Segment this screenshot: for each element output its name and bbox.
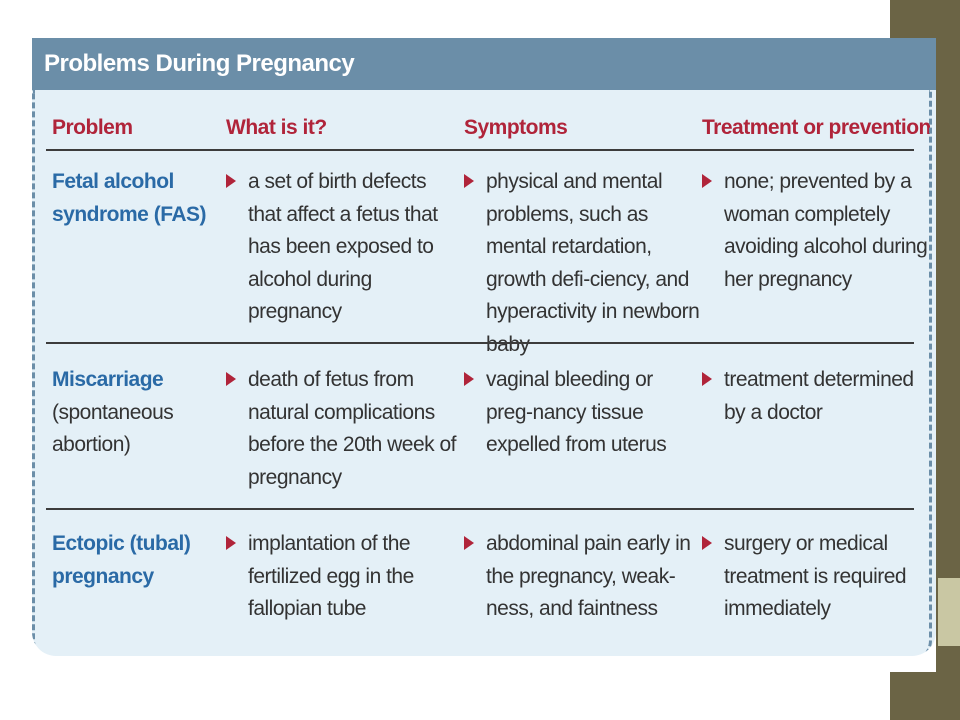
- table-title: Problems During Pregnancy: [44, 50, 355, 77]
- problem-name: Fetal alcohol syndrome (FAS): [52, 170, 207, 226]
- bullet-arrow-icon: [702, 174, 712, 188]
- what-cell: death of fetus from natural complication…: [226, 364, 458, 494]
- what-text: implantation of the fertilized egg in th…: [248, 532, 414, 620]
- side-decoration-accent: [938, 578, 960, 646]
- treatment-cell: treatment determined by a doctor: [702, 364, 934, 429]
- treatment-text: none; prevented by a woman completely av…: [724, 170, 928, 291]
- bullet-arrow-icon: [226, 174, 236, 188]
- problem-cell: Miscarriage (spontaneous abortion): [52, 364, 222, 462]
- bullet-arrow-icon: [464, 536, 474, 550]
- symptoms-cell: abdominal pain early in the pregnancy, w…: [464, 528, 700, 626]
- row-divider: [46, 508, 914, 510]
- problem-cell: Fetal alcohol syndrome (FAS): [52, 166, 222, 231]
- row-divider: [46, 342, 914, 344]
- bullet-arrow-icon: [226, 372, 236, 386]
- column-header-symptoms: Symptoms: [464, 116, 568, 139]
- problem-name: Ectopic (tubal) pregnancy: [52, 532, 191, 588]
- treatment-cell: surgery or medical treatment is required…: [702, 528, 934, 626]
- symptoms-cell: vaginal bleeding or preg-nancy tissue ex…: [464, 364, 700, 462]
- what-cell: implantation of the fertilized egg in th…: [226, 528, 458, 626]
- bullet-arrow-icon: [702, 372, 712, 386]
- column-header-problem: Problem: [52, 116, 133, 139]
- bullet-arrow-icon: [702, 536, 712, 550]
- what-text: death of fetus from natural complication…: [248, 368, 457, 489]
- card-header: Problems During Pregnancy: [32, 38, 936, 90]
- column-header-what: What is it?: [226, 116, 327, 139]
- problem-name: Miscarriage: [52, 368, 164, 391]
- problem-note: (spontaneous abortion): [52, 400, 174, 457]
- bullet-arrow-icon: [464, 372, 474, 386]
- problem-cell: Ectopic (tubal) pregnancy: [52, 528, 222, 593]
- column-header-treatment: Treatment or prevention: [702, 116, 931, 139]
- bullet-arrow-icon: [464, 174, 474, 188]
- treatment-text: surgery or medical treatment is required…: [724, 532, 907, 620]
- symptoms-text: abdominal pain early in the pregnancy, w…: [486, 532, 691, 620]
- pregnancy-problems-figure: Problems During Pregnancy Problem What i…: [32, 38, 936, 672]
- symptoms-cell: physical and mental problems, such as me…: [464, 166, 700, 361]
- treatment-text: treatment determined by a doctor: [724, 368, 914, 424]
- table-card: Problems During Pregnancy Problem What i…: [32, 38, 936, 656]
- what-cell: a set of birth defects that affect a fet…: [226, 166, 458, 329]
- treatment-cell: none; prevented by a woman completely av…: [702, 166, 934, 296]
- symptoms-text: vaginal bleeding or preg-nancy tissue ex…: [486, 368, 667, 456]
- bullet-arrow-icon: [226, 536, 236, 550]
- what-text: a set of birth defects that affect a fet…: [248, 170, 438, 323]
- card-dashed-border: [32, 90, 932, 656]
- header-divider: [46, 149, 914, 151]
- symptoms-text: physical and mental problems, such as me…: [486, 170, 700, 356]
